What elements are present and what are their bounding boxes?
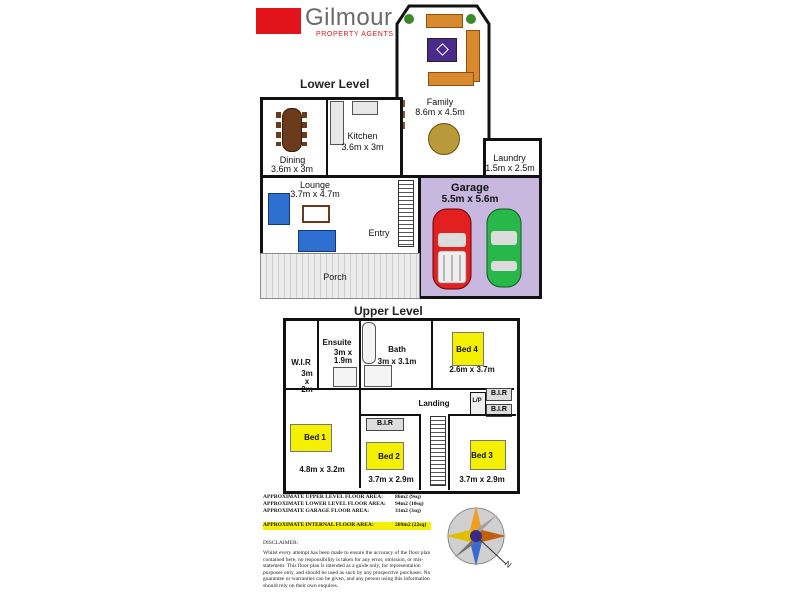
- bir-label: B.I.R: [377, 420, 393, 427]
- dining-chairs-left: [276, 112, 281, 146]
- area-garage-value: 31m2 (3sq): [395, 508, 421, 514]
- ensuite-size-a: 3m x: [333, 348, 353, 357]
- rug-pattern: [436, 43, 449, 56]
- area-lower: APPROXIMATE LOWER LEVEL FLOOR AREA: 94m2…: [263, 501, 463, 507]
- area-internal: APPROXIMATE INTERNAL FLOOR AREA: 269m2 (…: [263, 522, 431, 530]
- bed2-label: Bed 2: [378, 452, 400, 461]
- family-sofa-bottom: [428, 72, 474, 86]
- family-plant-right: [466, 14, 476, 24]
- logo-name: Gilmour: [305, 4, 393, 31]
- compass-icon: [446, 506, 507, 566]
- bir-right-bottom: B.I.R: [486, 404, 512, 417]
- family-size: 8.6m x 4.5m: [415, 107, 465, 117]
- kitchen-dining-divider: [326, 100, 328, 175]
- bed2-walls: [359, 414, 421, 490]
- bed3-walls: [448, 414, 516, 490]
- lounge-coffee-table: [302, 205, 330, 223]
- lp-label: L/P: [472, 398, 482, 404]
- bath-size: 3m x 3.1m: [377, 357, 417, 366]
- kitchen-sink: [352, 101, 378, 115]
- area-internal-value: 269m2 (22sq): [395, 522, 427, 528]
- bir-right-top: B.I.R: [486, 388, 512, 401]
- bed1-bed: [290, 424, 332, 452]
- ensuite-label: Ensuite: [322, 338, 352, 347]
- kitchen-bench: [330, 101, 344, 145]
- dining-chairs-right: [302, 112, 307, 146]
- bir-bed2: B.I.R: [366, 418, 404, 431]
- green-car: [486, 208, 522, 288]
- ensuite-shower: [333, 367, 357, 387]
- family-sofa-top: [426, 14, 463, 28]
- laundry-walls: [483, 138, 542, 181]
- family-rug: [427, 38, 457, 62]
- laundry-size: 1.5m x 2.5m: [485, 163, 535, 173]
- entry-stairs: [398, 180, 414, 247]
- kitchen-label: Kitchen: [347, 131, 378, 141]
- logo-tagline: PROPERTY AGENTS: [316, 31, 394, 38]
- red-car: [432, 208, 472, 290]
- bed3-label: Bed 3: [471, 451, 493, 460]
- bed4-label: Bed 4: [456, 345, 478, 354]
- lounge-sofa-bottom: [298, 230, 336, 252]
- garage-size: 5.5m x 5.6m: [441, 194, 499, 205]
- logo-red-square: [256, 8, 301, 34]
- bed1-walls: [283, 388, 361, 488]
- bath-shower: [364, 365, 392, 387]
- dining-label: Dining: [279, 155, 306, 165]
- wir-size-b: x: [304, 377, 310, 386]
- area-lower-value: 94m2 (10sq): [395, 501, 424, 507]
- bed2-bed: [366, 442, 404, 470]
- family-plant-left: [404, 14, 414, 24]
- area-internal-label: APPROXIMATE INTERNAL FLOOR AREA:: [263, 522, 374, 528]
- porch-area: [260, 253, 420, 299]
- lounge-label: Lounge: [299, 180, 331, 190]
- disclaimer-title: DISCLAIMER:: [263, 540, 299, 546]
- bir-label: B.I.R: [491, 406, 507, 413]
- upper-stairs: [430, 416, 446, 486]
- landing-label: Landing: [418, 399, 450, 408]
- kitchen-size: 3.6m x 3m: [341, 142, 384, 152]
- bath-label: Bath: [388, 345, 406, 354]
- bathtub: [362, 322, 376, 364]
- logo: Gilmour PROPERTY AGENTS: [256, 4, 416, 38]
- disclaimer-text: Whilst every attempt has been made to en…: [263, 550, 431, 589]
- lounge-sofa-left: [268, 193, 290, 225]
- bed1-label: Bed 1: [304, 433, 326, 442]
- bed4-walls: [431, 318, 514, 390]
- area-garage: APPROXIMATE GARAGE FLOOR AREA: 31m2 (3sq…: [263, 508, 463, 514]
- wir-size-a: 3m: [301, 369, 313, 378]
- bath-walls: [359, 318, 433, 390]
- wir-size-c: 2m: [301, 385, 313, 394]
- ensuite-walls: [317, 318, 361, 390]
- area-lower-label: APPROXIMATE LOWER LEVEL FLOOR AREA:: [263, 501, 386, 507]
- ensuite-size-b: 1.9m: [333, 356, 353, 365]
- laundry-label: Laundry: [493, 153, 526, 163]
- bed4-size: 2.6m x 3.7m: [449, 365, 495, 374]
- family-label: Family: [426, 97, 454, 107]
- area-upper-label: APPROXIMATE UPPER LEVEL FLOOR AREA:: [263, 494, 383, 500]
- bed1-size: 4.8m x 3.2m: [299, 465, 345, 474]
- family-table: [428, 123, 460, 155]
- entry-label: Entry: [368, 228, 390, 238]
- lower-level-title: Lower Level: [300, 77, 370, 91]
- wir-label: W.I.R: [291, 358, 311, 367]
- bir-label: B.I.R: [491, 390, 507, 397]
- area-upper-value: 86m2 (9sq): [395, 494, 421, 500]
- area-upper: APPROXIMATE UPPER LEVEL FLOOR AREA: 86m2…: [263, 494, 463, 500]
- bed3-bed: [470, 440, 506, 470]
- lounge-size: 3.7m x 4.7m: [290, 189, 340, 199]
- bed3-size: 3.7m x 2.9m: [459, 475, 505, 484]
- porch-label: Porch: [323, 272, 347, 282]
- dining-size: 3.6m x 3m: [270, 164, 313, 174]
- upper-level-title: Upper Level: [354, 304, 423, 318]
- bed2-size: 3.7m x 2.9m: [368, 475, 414, 484]
- dining-table: [282, 108, 302, 152]
- garage-label: Garage: [451, 182, 489, 194]
- wir-walls: [283, 318, 319, 390]
- bed4-bed: [452, 332, 484, 366]
- area-garage-label: APPROXIMATE GARAGE FLOOR AREA:: [263, 508, 370, 514]
